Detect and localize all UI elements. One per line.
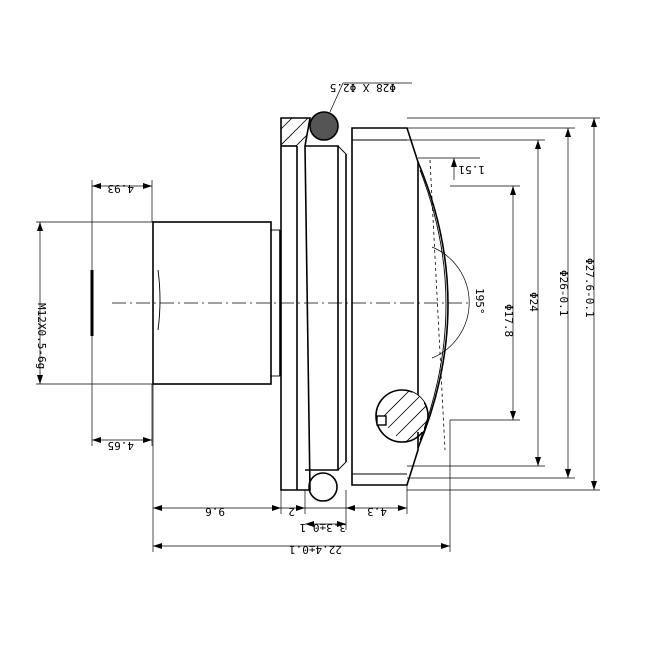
- d24-label: Φ24: [527, 292, 540, 312]
- lens-dome: [417, 159, 470, 451]
- d1-label: 1.51: [459, 163, 486, 176]
- length-dimensions: 9.6 2 4.3 3.3±0.1 22.4±0.1: [152, 384, 451, 556]
- detail-section: [375, 389, 429, 443]
- diameter-dimensions: Φ17.8 195° Φ24 Φ26-0.1 Φ27.6-0.1: [407, 117, 600, 491]
- d1-dimension: 1.51: [418, 157, 486, 180]
- angle-label: 195°: [473, 288, 486, 315]
- t2-label: 4.65: [108, 439, 135, 452]
- d27-label: Φ27.6-0.1: [583, 258, 596, 318]
- l224-label: 22.4±0.1: [289, 543, 342, 556]
- offset-dimensions: 4.93 4.65: [91, 180, 153, 452]
- o-ring-section: [308, 111, 339, 502]
- l2-label: 2: [288, 505, 295, 518]
- lens-d-label: Φ17.8: [502, 304, 515, 337]
- flange-body: [280, 117, 347, 491]
- l43-label: 4.3: [367, 505, 387, 518]
- d26-label: Φ26-0.1: [557, 270, 570, 316]
- thread-dimension: M12X0.5-6g: [35, 221, 153, 385]
- l96-label: 9.6: [205, 505, 225, 518]
- oring-label: Φ28 X Φ2.5: [330, 81, 396, 94]
- thread-label: M12X0.5-6g: [35, 303, 48, 369]
- oring-callout: Φ28 X Φ2.5: [329, 81, 412, 113]
- thread-barrel: [152, 221, 281, 385]
- t1-label: 4.93: [108, 182, 135, 195]
- l33-label: 3.3±0.1: [300, 521, 346, 534]
